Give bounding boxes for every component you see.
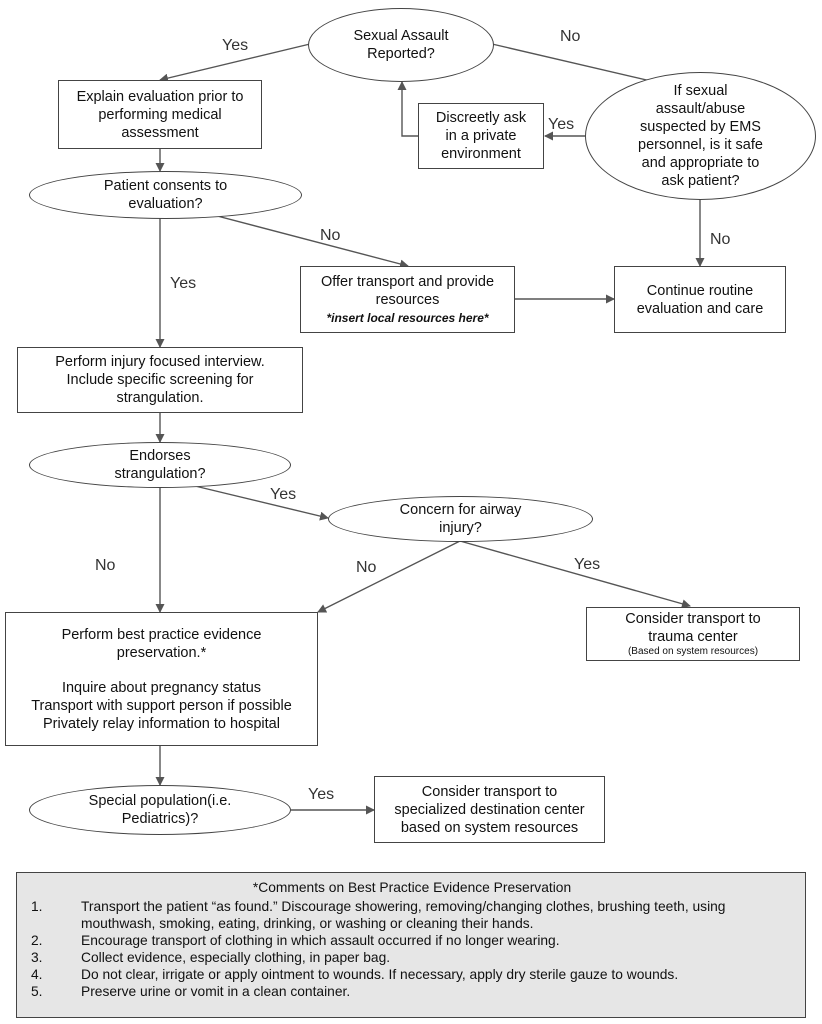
edge-label-ask-no: No <box>710 231 731 248</box>
continue-routine-step: Continue routine evaluation and care <box>614 266 786 333</box>
notes-item-number: 2. <box>31 933 43 948</box>
edge-label-special-yes: Yes <box>308 786 335 803</box>
notes-item-number: 5. <box>31 984 43 999</box>
notes-item-number: 1. <box>31 899 43 914</box>
arrow-airway-to-trauma <box>459 540 691 609</box>
specialized-destination-step: Consider transport to specialized destin… <box>374 776 605 843</box>
arrow-reported-to-explain <box>159 43 311 83</box>
edge-label-airway-yes: Yes <box>574 556 601 573</box>
notes-item: 1. Transport the patient “as found.” Dis… <box>31 898 793 932</box>
discreetly-ask-step: Discreetly ask in a private environment <box>418 103 544 169</box>
edge-label-strangulation-no: No <box>95 557 116 574</box>
notes-title: *Comments on Best Practice Evidence Pres… <box>252 880 572 895</box>
arrow-airway-to-bestpractice <box>317 540 461 613</box>
edge-label-reported-yes: Yes <box>222 37 249 54</box>
notes-item-text: Transport the patient “as found.” Discou… <box>81 899 726 931</box>
edge-label-reported-no: No <box>560 28 581 45</box>
special-population-decision: Special population(i.e. Pediatrics)? <box>29 785 291 835</box>
notes-item: 2. Encourage transport of clothing in wh… <box>31 932 793 949</box>
notes-item: 4. Do not clear, irrigate or apply ointm… <box>31 966 793 983</box>
airway-injury-decision: Concern for airway injury? <box>328 496 593 542</box>
notes-item-text: Collect evidence, especially clothing, i… <box>81 950 391 965</box>
endorses-strangulation-decision: Endorses strangulation? <box>29 442 291 488</box>
notes-item-number: 3. <box>31 950 43 965</box>
ems-suspected-decision: If sexual assault/abuse suspected by EMS… <box>585 72 816 200</box>
best-practice-step: Perform best practice evidence preservat… <box>5 612 318 746</box>
notes-item-text: Preserve urine or vomit in a clean conta… <box>81 984 351 999</box>
notes-item: 3. Collect evidence, especially clothing… <box>31 949 793 966</box>
notes-item-text: Do not clear, irrigate or apply ointment… <box>81 967 679 982</box>
trauma-center-step: Consider transport to trauma center (Bas… <box>586 607 800 661</box>
arrow-consent-to-offer <box>201 211 409 269</box>
evidence-preservation-notes: *Comments on Best Practice Evidence Pres… <box>16 872 806 1018</box>
edge-label-ask-yes: Yes <box>548 116 575 133</box>
edge-label-strangulation-yes: Yes <box>270 486 297 503</box>
notes-item-text: Encourage transport of clothing in which… <box>81 933 560 948</box>
offer-transport-step: Offer transport and provide resources *i… <box>300 266 515 333</box>
edge-label-consent-yes: Yes <box>170 275 197 292</box>
notes-item-number: 4. <box>31 967 43 982</box>
arrow-discreet-to-reported <box>397 81 418 137</box>
explain-evaluation-step: Explain evaluation prior to performing m… <box>58 80 262 149</box>
notes-item: 5. Preserve urine or vomit in a clean co… <box>31 983 793 1000</box>
patient-consents-decision: Patient consents to evaluation? <box>29 171 302 219</box>
sexual-assault-reported-decision: Sexual Assault Reported? <box>308 8 494 82</box>
injury-interview-step: Perform injury focused interview. Includ… <box>17 347 303 413</box>
arrow-endorses-to-airway <box>194 485 329 521</box>
edge-label-consent-no: No <box>320 227 341 244</box>
edge-label-airway-no: No <box>356 559 377 576</box>
